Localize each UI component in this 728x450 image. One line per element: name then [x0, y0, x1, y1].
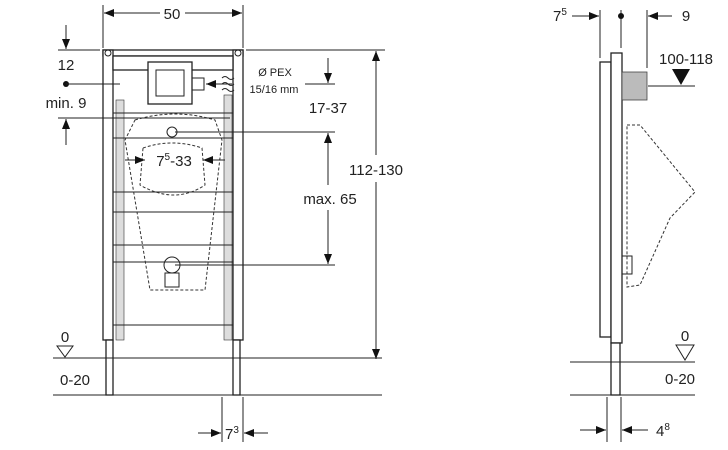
leg-width-label: 48	[656, 422, 670, 440]
width-label: 50	[164, 6, 181, 23]
bracket-range-label: 75-33	[156, 152, 192, 170]
max-label: max. 65	[303, 191, 356, 208]
level-triangle-icon	[675, 344, 695, 361]
urinal-outline-side	[626, 124, 696, 288]
floor-zero-label: 0	[681, 328, 689, 345]
min-label: min. 9	[46, 95, 87, 112]
urinal-outline-front	[124, 113, 223, 291]
height-label: 112-130	[349, 162, 403, 179]
water-supply-icon	[221, 76, 235, 92]
depth-right-label: 9	[682, 8, 690, 25]
side-leg	[610, 342, 621, 396]
depth-left-label: 75	[553, 7, 567, 25]
front-view: 50 112-130 12 min. 9 Ø PEX 15/16 mm 17-3…	[46, 5, 403, 443]
inlet-range-label: 17-37	[309, 100, 347, 117]
reference-dot	[618, 13, 624, 19]
front-frame	[102, 49, 244, 396]
urinal-bowl-outline	[139, 142, 206, 196]
side-frame-back	[599, 61, 612, 338]
floor-zero-label: 0	[61, 329, 69, 346]
side-frame	[610, 52, 623, 344]
level-triangle-icon	[56, 345, 74, 358]
height-range-label: 100-118	[659, 51, 713, 68]
level-triangle-filled-icon	[672, 69, 690, 85]
leg-width-label: 73	[225, 425, 239, 443]
side-view: 75 9 100-118 0 0-20 48	[553, 7, 713, 442]
pex-label: Ø PEX	[258, 67, 292, 79]
top-offset-label: 12	[58, 57, 75, 74]
floor-range-label: 0-20	[60, 372, 90, 389]
pex-size-label: 15/16 mm	[250, 84, 299, 96]
floor-range-label: 0-20	[665, 371, 695, 388]
cistern-hatch	[621, 71, 648, 101]
